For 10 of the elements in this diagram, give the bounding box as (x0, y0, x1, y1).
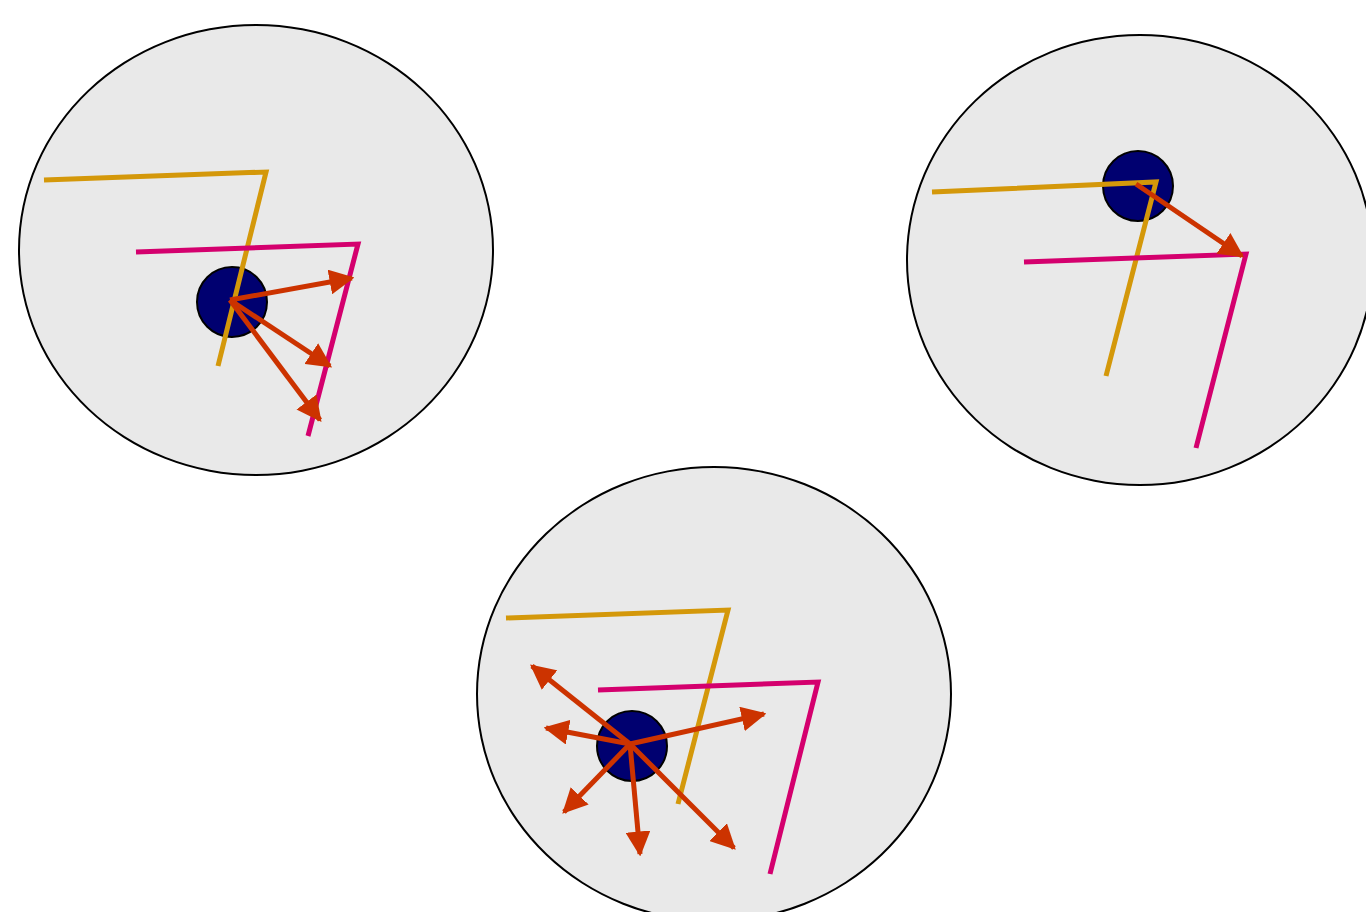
arrow (228, 297, 333, 369)
arrow (530, 664, 632, 746)
arrow (629, 706, 767, 747)
arrow (543, 719, 631, 747)
arrow (562, 742, 632, 814)
arrow (229, 269, 355, 303)
arrow (1134, 181, 1245, 259)
arrow (228, 298, 322, 422)
arrow (628, 742, 736, 850)
arrow (625, 743, 651, 857)
